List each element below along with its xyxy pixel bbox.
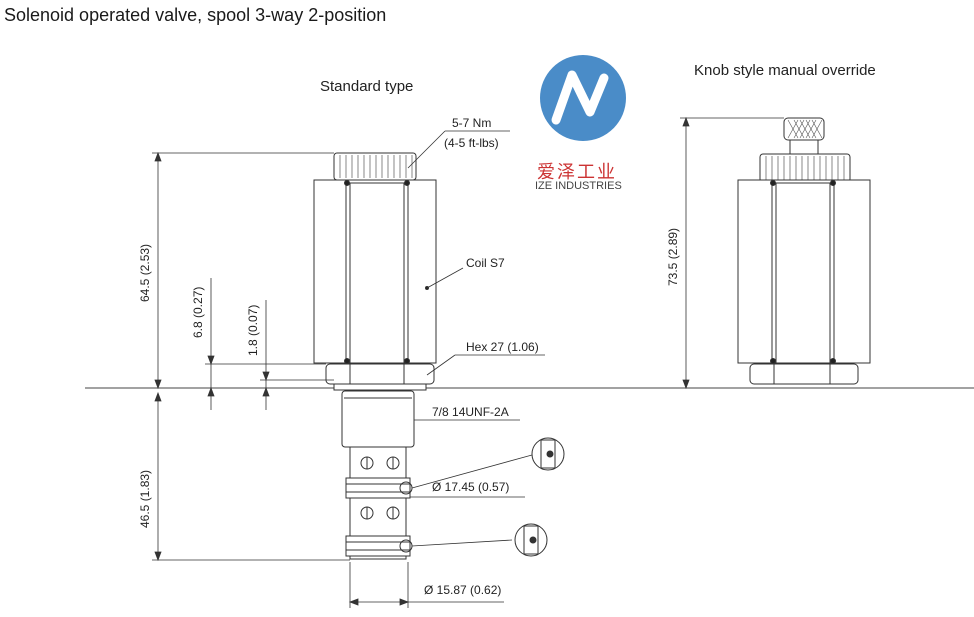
torque-label-1: 5-7 Nm bbox=[452, 116, 492, 130]
diameter-17-label: Ø 17.45 (0.57) bbox=[432, 480, 510, 494]
standard-type-label: Standard type bbox=[320, 78, 414, 95]
dim-73-label: 73.5 (2.89) bbox=[666, 227, 680, 286]
dim-6-8-label: 6.8 (0.27) bbox=[191, 286, 205, 338]
diameter-15-label: Ø 15.87 (0.62) bbox=[424, 583, 502, 597]
knob-type-label: Knob style manual override bbox=[694, 62, 876, 79]
dim-64-label: 64.5 (2.53) bbox=[138, 243, 152, 302]
knob-valve bbox=[737, 117, 871, 385]
brand-name-cn: 爱泽工业 bbox=[537, 162, 617, 182]
coil-label: Coil S7 bbox=[466, 256, 505, 270]
brand-name-en: IZE INDUSTRIES bbox=[535, 180, 622, 192]
dim-46-label: 46.5 (1.83) bbox=[138, 469, 152, 528]
dim-1-8-label: 1.8 (0.07) bbox=[246, 304, 260, 356]
standard-valve bbox=[313, 152, 437, 560]
hex-label: Hex 27 (1.06) bbox=[466, 340, 539, 354]
torque-label-2: (4-5 ft-lbs) bbox=[444, 136, 499, 150]
page-title: Solenoid operated valve, spool 3-way 2-p… bbox=[4, 5, 387, 25]
brand-logo-icon bbox=[540, 55, 626, 141]
thread-label: 7/8 14UNF-2A bbox=[432, 405, 509, 419]
